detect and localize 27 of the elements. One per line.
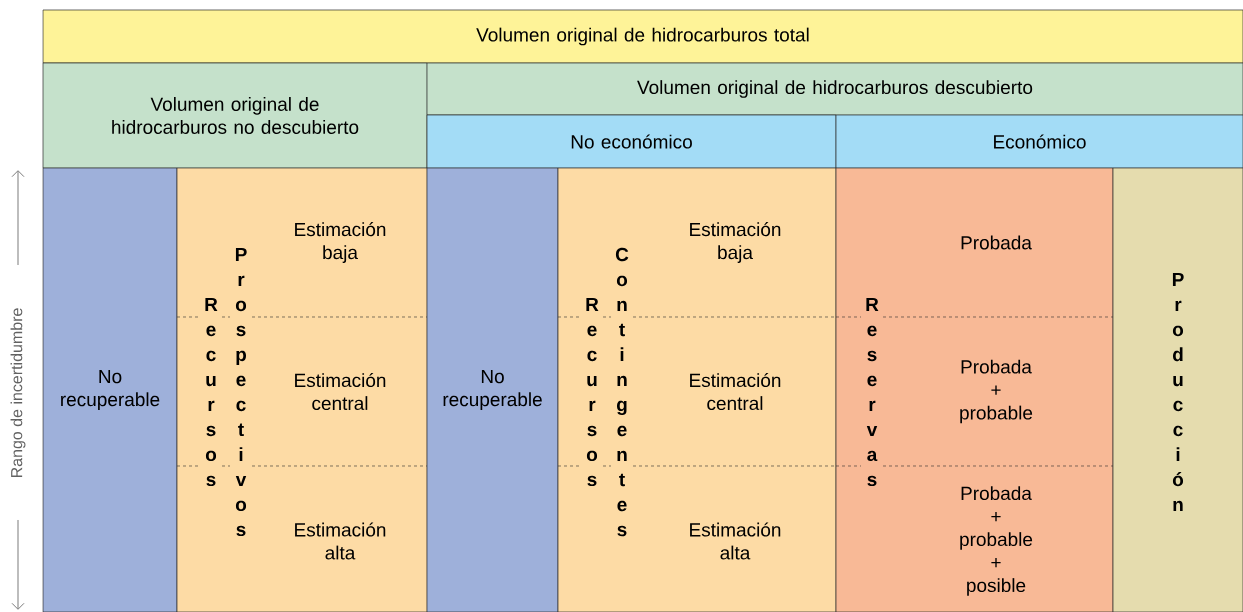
vertical-label: Reservas	[866, 297, 879, 487]
header-band: Volumen original de hidrocarburos descubierto	[426, 62, 1243, 116]
category-box	[557, 167, 837, 612]
reserve-cell: Probada	[961, 235, 1032, 250]
estimate-cell: Estimación baja	[295, 222, 386, 263]
estimate-cell: Estimación alta	[690, 522, 781, 560]
header-band: No económico	[426, 114, 837, 169]
header-band: Volumen original de hidrocarburos no descubierto	[42, 62, 428, 169]
category-box: No recuperable	[426, 167, 559, 612]
category-box	[1112, 167, 1243, 612]
vertical-label: Prospectivos	[235, 247, 247, 537]
estimate-cell: Estimación central	[295, 372, 386, 411]
vertical-label: Recursos	[205, 297, 218, 487]
reserve-cell: Probada + probable	[960, 359, 1033, 424]
vertical-label: Contingentes	[615, 247, 629, 537]
estimate-cell: Estimación alta	[295, 522, 386, 560]
reserve-cell: Probada + probable + posible	[960, 486, 1033, 596]
category-box	[176, 167, 428, 612]
vertical-label: Producción	[1172, 272, 1184, 512]
estimate-cell: Estimación central	[690, 372, 781, 411]
header-band: Volumen original de hidrocarburos total	[42, 9, 1243, 64]
vertical-label: Recursos	[586, 297, 599, 487]
category-box	[835, 167, 1114, 612]
header-band: Económico	[835, 114, 1243, 169]
category-box: No recuperable	[42, 167, 178, 612]
axis-label: Rango de incertidumbre	[10, 308, 26, 478]
estimate-cell: Estimación baja	[690, 222, 781, 263]
